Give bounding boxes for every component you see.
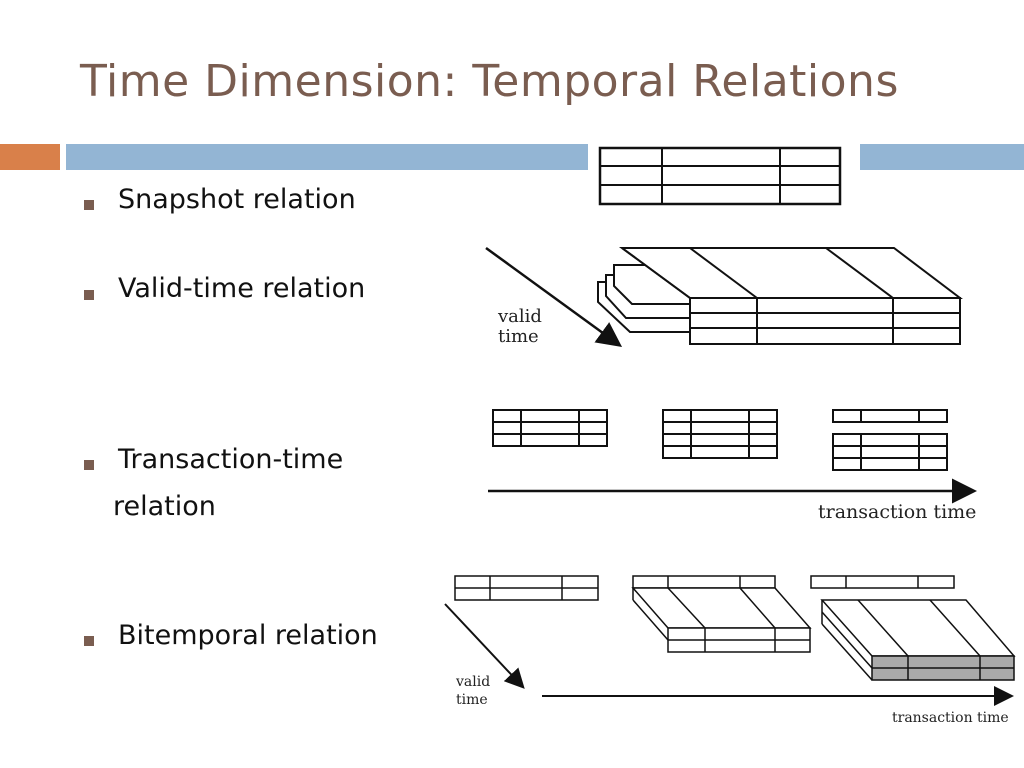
bullet-valid-time: Valid-time relation [118,273,366,304]
accent-bar-blue-left [66,144,588,170]
bullet-square-icon [84,460,94,470]
bitemporal-valid-label-1: valid [455,674,490,690]
bitemporal-valid-arrow [444,603,525,689]
bullet-bitemporal: Bitemporal relation [118,620,378,651]
bitemporal-slab-3 [810,575,1016,681]
bullet-square-icon [84,200,94,210]
snapshot-table [598,146,842,206]
bullet-snapshot: Snapshot relation [118,184,356,215]
valid-time-stack [597,247,963,345]
bullet-transaction-time-line1: Transaction-time [118,444,344,475]
transaction-table-1 [492,409,608,447]
bitemporal-table-1 [454,575,599,601]
accent-bar-orange [0,144,60,170]
transaction-table-2 [662,409,778,459]
transaction-table-3 [832,409,948,471]
valid-time-label-1: valid [497,306,542,327]
slide-title: Time Dimension: Temporal Relations [80,56,899,107]
bullet-square-icon [84,290,94,300]
accent-bar-blue-right [860,144,1024,170]
bitemporal-slab-2 [631,575,812,653]
bullet-square-icon [84,636,94,646]
transaction-time-label: transaction time [818,501,976,523]
valid-time-label-2: time [498,326,539,347]
valid-time-arrow [485,246,623,347]
bitemporal-transaction-label: transaction time [892,710,1009,726]
bullet-transaction-time-line2: relation [113,491,216,522]
bitemporal-valid-label-2: time [456,692,488,708]
